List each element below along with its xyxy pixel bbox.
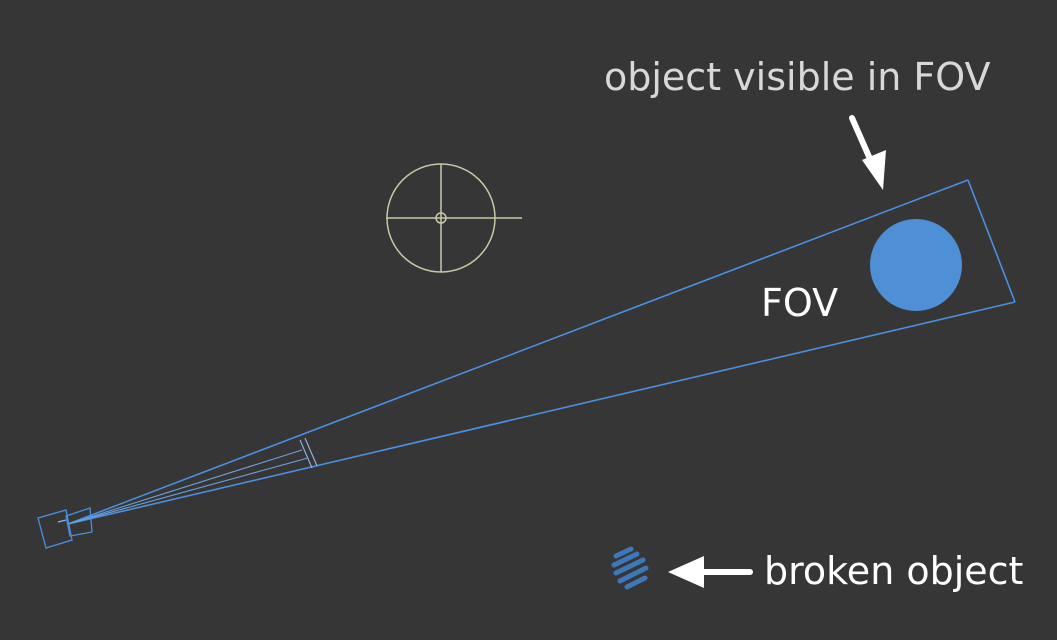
fov-label: FOV	[761, 281, 839, 325]
crosshair-icon[interactable]	[386, 163, 522, 273]
near-frustum-line-b	[67, 457, 309, 525]
visible-object[interactable]	[870, 219, 962, 311]
fov-frustum	[67, 179, 1016, 525]
visible-object-label: object visible in FOV	[604, 55, 991, 99]
near-frustum-line-a	[67, 449, 303, 525]
arrow-down-icon	[849, 115, 886, 190]
near-plane	[67, 437, 318, 525]
fov-edge-top	[67, 179, 969, 525]
near-plane-edge-inner	[304, 437, 318, 467]
near-plane-edge	[299, 439, 313, 469]
arrow-left-icon	[668, 556, 753, 588]
broken-object-icon[interactable]	[611, 546, 649, 590]
fov-far-plane	[967, 179, 1016, 303]
broken-object-label: broken object	[764, 549, 1024, 593]
camera-icon[interactable]	[37, 507, 93, 549]
fov-edge-bottom	[67, 301, 1016, 525]
